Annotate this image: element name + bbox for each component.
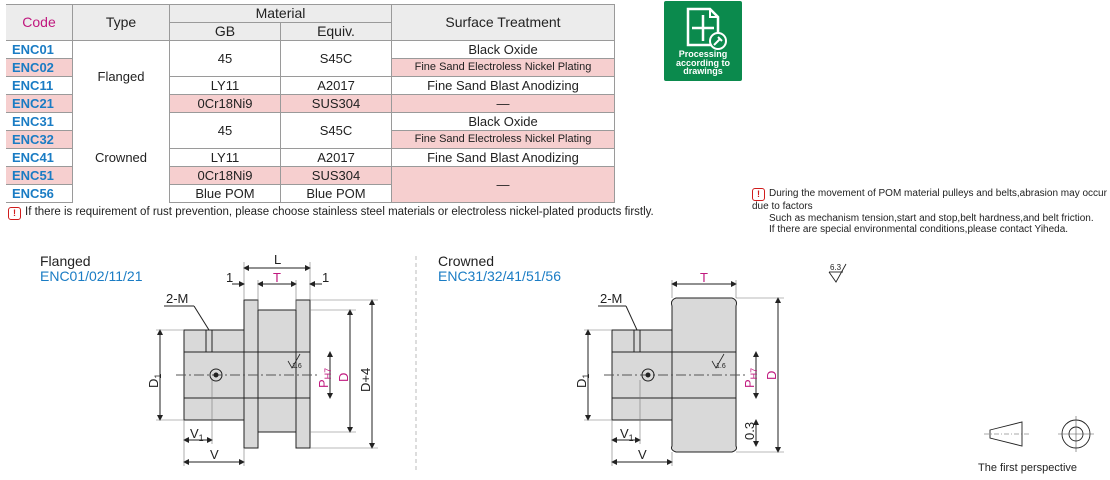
table-row: ENC32 Fine Sand Electroless Nickel Plati…	[6, 130, 615, 149]
flanged-title: Flanged	[40, 253, 91, 269]
header-equiv: Equiv.	[280, 22, 392, 41]
table-row: ENC56 Blue POM Blue POM	[6, 184, 615, 203]
gb-cell: 45	[169, 112, 281, 149]
header-code: Code	[6, 4, 73, 41]
code-cell: ENC02	[6, 58, 73, 77]
header-type: Type	[72, 4, 170, 41]
equiv-cell: SUS304	[280, 94, 392, 113]
gb-cell: 45	[169, 40, 281, 77]
gb-cell: 0Cr18Ni9	[169, 166, 281, 185]
code-cell: ENC51	[6, 166, 73, 185]
dim-t: T	[700, 270, 708, 285]
surface-finish-icon: 6.3	[828, 263, 847, 283]
table-row: ENC21 0Cr18Ni9 SUS304 —	[6, 94, 615, 113]
dim-v1: V1	[190, 426, 204, 443]
badge-line3: drawings	[683, 66, 723, 76]
pom-note: !During the movement of POM material pul…	[752, 188, 1110, 236]
equiv-cell: S45C	[280, 112, 392, 149]
dim-d: D	[764, 371, 779, 380]
pom-note-line2: Such as mechanism tension,start and stop…	[769, 212, 1094, 224]
equiv-cell: A2017	[280, 76, 392, 95]
dim-v1: V1	[620, 426, 634, 443]
flanged-drawing: D1 PH7 D D+4 L T 1 1 2-M 1.6	[146, 252, 378, 466]
equiv-cell: S45C	[280, 40, 392, 77]
dim-d1: D1	[574, 374, 591, 388]
document-cross-icon	[686, 7, 727, 50]
dim-flange-right: 1	[322, 270, 329, 285]
first-perspective-icon	[984, 416, 1094, 452]
roughness-mark: 1.6	[716, 363, 726, 370]
surface-cell: —	[391, 94, 615, 113]
crowned-drawing: D1 PH7 D 0.3 T 2-M 1.6 V1 V	[574, 270, 784, 466]
gb-cell: 0Cr18Ni9	[169, 94, 281, 113]
badge-line2: according to	[675, 57, 730, 68]
header-surface: Surface Treatment	[391, 4, 615, 41]
dim-p: PH7	[742, 368, 759, 388]
surface-cell: Fine Sand Blast Anodizing	[391, 76, 615, 95]
flanged-label: Flanged ENC01/02/11/21	[40, 254, 142, 284]
spec-table: Code Type Material Surface Treatment GB …	[6, 4, 615, 203]
pom-note-line1: During the movement of POM material pull…	[752, 188, 1107, 212]
dim-flange-left: 1	[226, 270, 233, 285]
dim-l: L	[274, 252, 281, 267]
table-row: ENC31 Crowned 45 S45C Black Oxide	[6, 112, 615, 203]
code-cell: ENC11	[6, 76, 73, 95]
roughness-mark: 1.6	[292, 363, 302, 370]
code-cell: ENC41	[6, 148, 73, 167]
surface-cell: Fine Sand Electroless Nickel Plating	[391, 130, 615, 149]
gb-cell: LY11	[169, 148, 281, 167]
finish-value: 6.3	[830, 263, 842, 272]
code-cell: ENC56	[6, 184, 73, 203]
dim-2m: 2-M	[166, 291, 188, 306]
table-row: ENC51 0Cr18Ni9 SUS304 —	[6, 166, 615, 203]
perspective-label: The first perspective	[978, 462, 1078, 474]
badge-line1: Processing	[678, 49, 728, 59]
table-row: ENC41 LY11 A2017 Fine Sand Blast Anodizi…	[6, 148, 615, 167]
type-cell: Flanged	[72, 40, 170, 113]
code-cell: ENC32	[6, 130, 73, 149]
crowned-title: Crowned	[438, 253, 495, 269]
crowned-label: Crowned ENC31/32/41/51/56	[438, 254, 561, 284]
dim-p: PH7	[316, 368, 333, 388]
dim-d1: D1	[146, 374, 163, 388]
dim-t: T	[273, 270, 281, 285]
table-row: ENC11 LY11 A2017 Fine Sand Blast Anodizi…	[6, 76, 615, 95]
type-cell: Crowned	[72, 112, 170, 203]
code-cell: ENC31	[6, 112, 73, 131]
surface-cell: Black Oxide	[391, 40, 615, 59]
warning-icon: !	[8, 207, 21, 220]
flanged-codes: ENC01/02/11/21	[40, 268, 143, 284]
header-gb: GB	[169, 22, 281, 41]
surface-cell: Fine Sand Blast Anodizing	[391, 148, 615, 167]
code-cell: ENC21	[6, 94, 73, 113]
table-row: ENC02 Fine Sand Electroless Nickel Plati…	[6, 58, 615, 77]
equiv-cell: SUS304	[280, 166, 392, 185]
table-row: ENC01 Flanged 45 S45C Black Oxide	[6, 40, 615, 113]
equiv-cell: Blue POM	[280, 184, 392, 203]
pom-note-line3: If there are special environmental condi…	[769, 224, 1069, 235]
processing-badge: Processing according to drawings	[664, 1, 742, 81]
gb-cell: Blue POM	[169, 184, 281, 203]
surface-cell: —	[391, 166, 615, 203]
header-material: Material	[169, 4, 392, 23]
gb-cell: LY11	[169, 76, 281, 95]
equiv-cell: A2017	[280, 148, 392, 167]
dim-d: D	[336, 373, 351, 382]
dim-crown-gap: 0.3	[742, 422, 757, 440]
rust-note-text: If there is requirement of rust preventi…	[25, 206, 654, 218]
surface-cell: Fine Sand Electroless Nickel Plating	[391, 58, 615, 77]
dim-2m: 2-M	[600, 291, 622, 306]
dim-v: V	[210, 447, 219, 462]
surface-cell: Black Oxide	[391, 112, 615, 131]
dim-d-plus-4: D+4	[358, 368, 373, 392]
dim-v: V	[638, 447, 647, 462]
crowned-codes: ENC31/32/41/51/56	[438, 268, 561, 284]
code-cell: ENC01	[6, 40, 73, 59]
rust-note: ! If there is requirement of rust prevent…	[8, 206, 654, 220]
